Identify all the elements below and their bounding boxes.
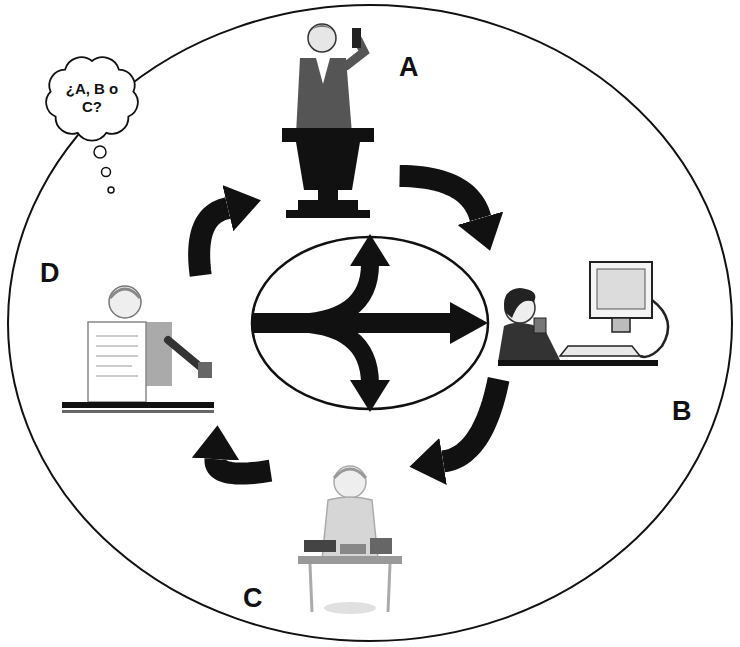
shadow: [324, 602, 376, 614]
book: [340, 544, 366, 554]
illustration-station: B: [470, 255, 660, 375]
branch-arrow: [290, 323, 370, 384]
station-letter: B: [672, 398, 692, 425]
desk: [298, 556, 402, 564]
outer-circle: [8, 5, 732, 641]
cycle-arrow: [400, 176, 481, 218]
podium: [282, 128, 374, 142]
phone: [352, 28, 361, 48]
podium: [296, 142, 360, 190]
branch-arrow-head: [450, 302, 488, 344]
cycle-arrow: [199, 208, 228, 275]
station-letter: C: [243, 585, 263, 612]
paper: [88, 322, 146, 402]
paper-lines: [96, 336, 138, 376]
computer-screen: [597, 269, 645, 309]
person-hair: [308, 25, 336, 34]
thought-tail: [94, 146, 106, 158]
desk: [62, 410, 214, 413]
book: [304, 540, 336, 552]
podium: [298, 200, 358, 210]
station-letter: A: [399, 54, 419, 81]
person-hair: [110, 289, 140, 298]
bubble-outline: [46, 57, 138, 140]
branch-arrow-head: [350, 234, 390, 266]
person-head: [308, 24, 336, 52]
computer-monitor: [590, 262, 652, 318]
cup: [198, 362, 212, 378]
cycle-arrow: [443, 379, 499, 461]
illustration-station: C: [275, 445, 405, 620]
podium: [286, 210, 370, 218]
person-body: [498, 323, 560, 362]
branch-arrow-head: [350, 380, 390, 412]
cup: [534, 318, 546, 333]
bubble-text: ¿A, B o C?: [61, 80, 123, 116]
cycle-arrow: [215, 459, 270, 473]
computer-cable: [640, 300, 668, 357]
illustration-station: D: [60, 280, 215, 425]
person-head: [109, 286, 141, 318]
person-hair: [334, 469, 366, 478]
thought-tail: [102, 168, 111, 177]
station-letter: D: [40, 260, 60, 287]
person-hair: [504, 288, 535, 318]
branch-arrow: [290, 264, 370, 323]
desk: [62, 402, 214, 408]
keyboard: [560, 346, 640, 356]
monitor-stand: [612, 318, 630, 332]
desk: [498, 360, 658, 366]
thought-tail: [108, 187, 114, 193]
person-head: [334, 466, 366, 498]
book: [370, 538, 392, 554]
person-shirt: [316, 58, 330, 84]
thought-bubble: ¿A, B o C?: [46, 56, 138, 140]
illustration-station: A: [265, 10, 395, 225]
